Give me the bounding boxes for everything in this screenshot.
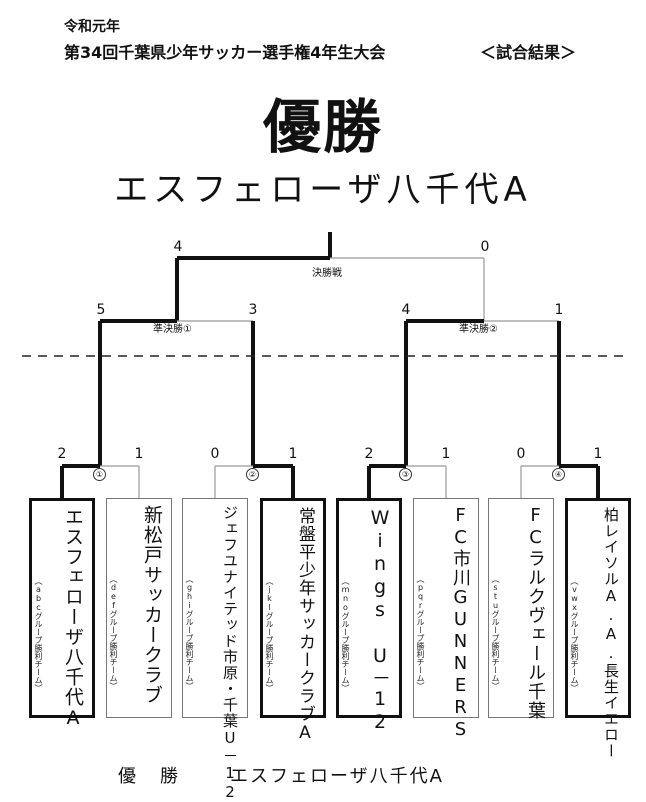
- team-box-1: エスフェローザ八千代A （abcグループ勝利チーム）: [29, 498, 95, 730]
- semifinal-2-lines: [404, 319, 561, 466]
- team-box-3: ジェフユナイテッド市原・千葉U－12 （ghiグループ勝利チーム）: [182, 498, 248, 802]
- result-heading: ＜試合結果＞: [480, 43, 577, 62]
- tournament-title: 第34回千葉県少年サッカー選手権4年生大会: [64, 43, 386, 62]
- team-box-2: 新松戸サッカークラブ （defグループ勝利チーム）: [106, 498, 172, 718]
- match-3-mark: ③: [399, 468, 412, 481]
- match-4-score-left: 0: [516, 446, 526, 462]
- match-2-lines: [214, 464, 295, 498]
- team-group: （mnoグループ勝利チーム）: [341, 577, 350, 692]
- semifinal-2-score-left: 4: [401, 302, 411, 318]
- final-label: 決勝戦: [311, 268, 343, 279]
- team-box-7: FCラルクヴェール千葉 （stuグループ勝利チーム）: [488, 498, 554, 720]
- team-box-4: 常盤平少年サッカークラブA （jklグループ勝利チーム）: [260, 498, 326, 744]
- match-3-lines: [367, 464, 447, 498]
- team-group: （abcグループ勝利チーム）: [34, 577, 43, 692]
- match-1-mark: ①: [93, 468, 106, 481]
- team-name: FCラルクヴェール千葉: [525, 505, 546, 720]
- match-1-score-right: 1: [134, 446, 144, 462]
- match-2-mark: ②: [246, 468, 259, 481]
- footer-champion-name: エスフェローザ八千代A: [230, 766, 444, 787]
- match-3-score-left: 2: [364, 446, 374, 462]
- match-4-lines: [520, 464, 600, 498]
- final-lines: [175, 232, 485, 321]
- match-2-score-left: 0: [210, 446, 220, 462]
- final-score-left: 4: [173, 239, 183, 255]
- team-group: （stuグループ勝利チーム）: [491, 575, 500, 690]
- team-name: 常盤平少年サッカークラブA: [295, 507, 315, 744]
- team-name: FC市川GUNNERS: [450, 505, 471, 741]
- team-box-8: 柏レイソルA.A.長生イエロー （vwxグループ勝利チーム）: [565, 498, 631, 759]
- team-group: （vwxグループ勝利チーム）: [570, 577, 579, 692]
- match-1-score-left: 2: [57, 446, 67, 462]
- header-year: 令和元年: [64, 19, 120, 35]
- match-3-score-right: 1: [441, 446, 451, 462]
- semifinal-2-label: 準決勝②: [458, 324, 499, 335]
- semifinal-1-score-right: 3: [248, 302, 258, 318]
- champion-name: エスフェローザ八千代A: [114, 170, 532, 210]
- team-group: （jklグループ勝利チーム）: [265, 577, 274, 692]
- team-name: エスフェローザ八千代A: [62, 507, 84, 730]
- match-1-lines: [60, 464, 140, 498]
- team-name: ジェフユナイテッド市原・千葉U－12: [221, 505, 239, 802]
- match-2-score-right: 1: [288, 446, 298, 462]
- team-group: （ghiグループ勝利チーム）: [185, 575, 194, 690]
- team-box-6: FC市川GUNNERS （pqrグループ勝利チーム）: [413, 498, 479, 741]
- team-box-5: Wings U－12 （mnoグループ勝利チーム）: [336, 498, 402, 734]
- team-name: 柏レイソルA.A.長生イエロー: [602, 507, 620, 759]
- semifinal-1-lines: [98, 319, 255, 466]
- footer-champion-label: 優 勝: [118, 766, 181, 787]
- semifinal-1-score-left: 5: [96, 302, 106, 318]
- team-group: （pqrグループ勝利チーム）: [416, 575, 425, 690]
- semifinal-2-score-right: 1: [554, 302, 564, 318]
- match-4-score-right: 1: [593, 446, 603, 462]
- semifinal-1-label: 準決勝①: [152, 324, 193, 335]
- champion-label: 優勝: [262, 93, 383, 161]
- team-name: Wings U－12: [369, 507, 391, 734]
- team-group: （defグループ勝利チーム）: [109, 575, 118, 690]
- team-name: 新松戸サッカークラブ: [141, 505, 163, 705]
- final-score-right: 0: [480, 239, 490, 255]
- match-4-mark: ④: [552, 468, 565, 481]
